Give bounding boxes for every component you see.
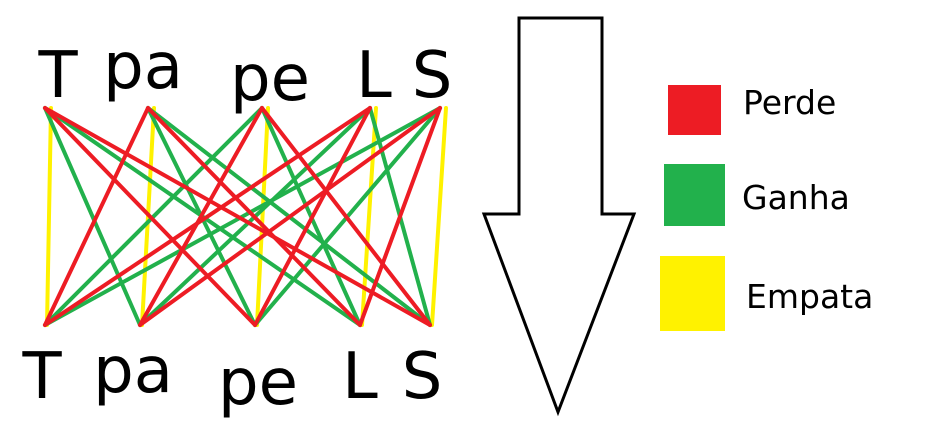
edge-draw [45,106,53,327]
edge-lose [358,106,442,327]
legend-label-win: Ganha [742,178,850,217]
legend-swatch-lose [668,85,721,135]
legend-swatch-draw [660,256,725,331]
edge-lose [43,106,150,327]
edge-lose [43,106,372,327]
edge-win [43,106,142,327]
bottom-node-label: L [342,340,378,414]
bottom-node-label: T [21,340,62,414]
top-node-label: S [412,39,453,113]
top-node-label: L [356,39,392,113]
top-node-label: T [37,39,78,113]
edge-draw [430,106,448,327]
edge-lose [138,106,264,327]
legend-swatch-win [664,164,725,226]
down-arrow-icon [481,16,637,417]
edge-lose [43,106,432,327]
top-node-label: pa [103,30,183,104]
edge-draw [255,106,270,327]
edge-lose [138,106,442,327]
bottom-node-label: pe [218,346,298,420]
bottom-node-label: S [402,340,443,414]
legend-label-lose: Perde [743,83,836,122]
edge-win [43,106,264,327]
edge-lose [146,106,362,327]
legend-label-draw: Empata [746,277,873,316]
bottom-node-label: pa [93,334,173,408]
edge-win [43,106,442,327]
edge-lose [260,106,432,327]
top-node-label: pe [230,42,310,116]
edges-layer [43,106,448,327]
edge-lose [43,106,257,327]
edge-lose [253,106,372,327]
legend: Perde Ganha Empata [660,83,873,331]
